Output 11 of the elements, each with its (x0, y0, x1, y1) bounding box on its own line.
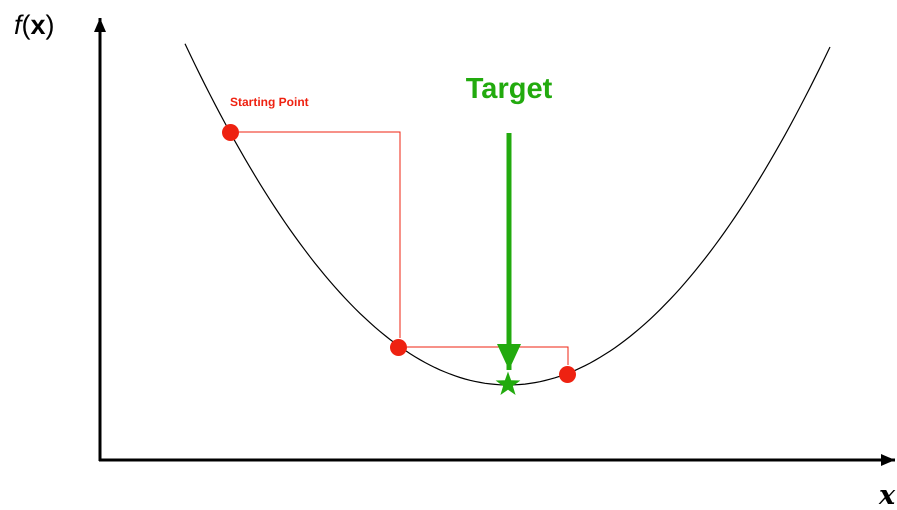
point-marker (558, 366, 576, 382)
axis-label: x (879, 480, 896, 510)
point-marker (222, 124, 238, 140)
arrow (497, 133, 521, 370)
point-label: Starting Point (230, 95, 309, 109)
step-line (238, 132, 400, 338)
star-marker (495, 371, 521, 396)
step-line (406, 346, 568, 366)
target-label: Target (449, 73, 569, 106)
point-marker (390, 338, 406, 356)
axis-label: f(x) (14, 10, 55, 41)
